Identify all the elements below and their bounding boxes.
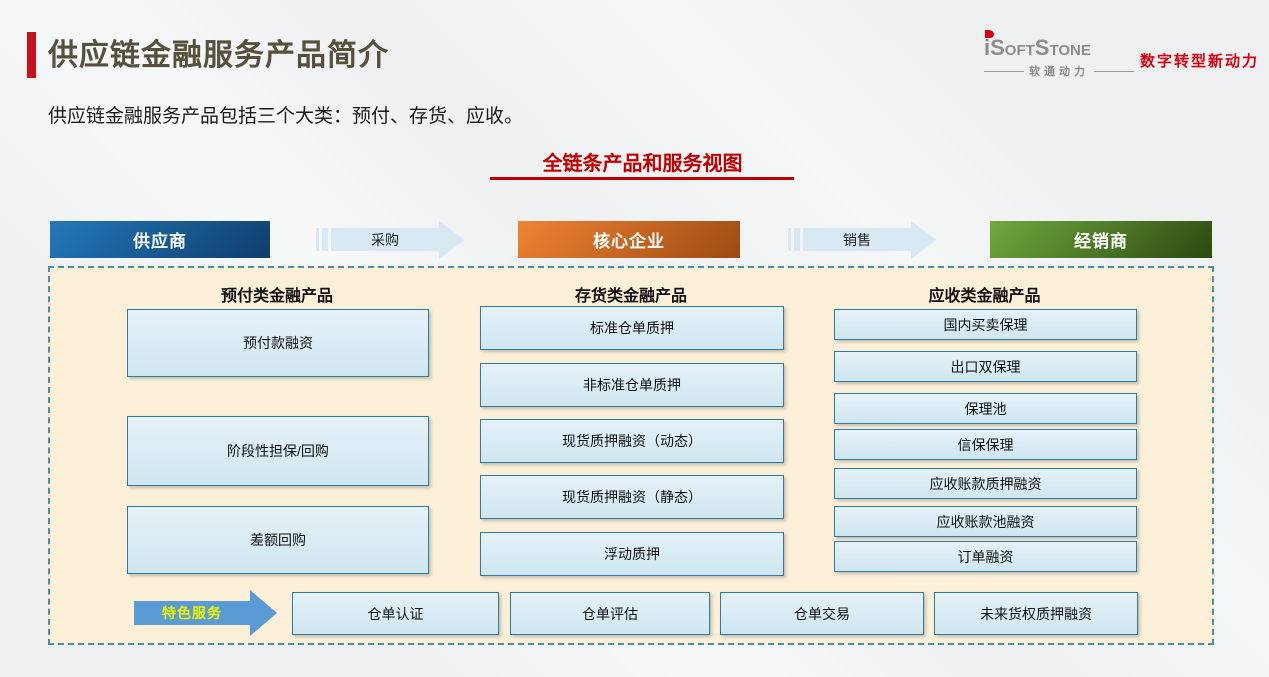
arrow-stripe — [322, 228, 328, 251]
column-header-receivable: 应收类金融产品 — [928, 288, 1041, 305]
logo-brand-cn: 软通动力 — [984, 63, 1134, 79]
logo-brand-text: SoftStone — [990, 35, 1091, 60]
arrow-head-icon — [439, 220, 465, 259]
special-service-box: 仓单认证 — [292, 592, 499, 635]
product-box: 现货质押融资（静态） — [480, 475, 784, 519]
product-box: 出口双保理 — [834, 351, 1137, 382]
chain-node-distributor: 经销商 — [990, 221, 1212, 258]
product-box: 应收账款池融资 — [834, 506, 1137, 537]
flow-arrow-sales: 销售 — [788, 220, 937, 259]
product-box: 国内买卖保理 — [834, 309, 1137, 340]
product-box: 保理池 — [834, 393, 1137, 424]
arrow-stripe — [794, 228, 800, 251]
special-service-box: 仓单交易 — [720, 592, 924, 635]
product-box: 现货质押融资（动态） — [480, 419, 784, 463]
column-header-inventory: 存货类金融产品 — [574, 288, 687, 305]
page-title: 供应链金融服务产品简介 — [48, 39, 389, 72]
logo-flag-icon: i — [984, 30, 995, 60]
product-box: 阶段性担保/回购 — [127, 416, 429, 486]
flow-arrow-label: 销售 — [803, 228, 911, 251]
special-services-arrow: 特色服务 — [134, 590, 277, 636]
arrow-head-icon — [911, 220, 937, 259]
logo-tagline: 数字转型新动力 — [1140, 53, 1260, 70]
arrow-stripe — [316, 228, 319, 251]
section-heading-underline — [490, 177, 794, 180]
arrow-head-icon — [250, 590, 277, 636]
isoftstone-logo: iSoftStone 软通动力 — [984, 30, 1134, 79]
product-box: 非标准仓单质押 — [480, 363, 784, 407]
product-box: 预付款融资 — [127, 309, 429, 377]
product-box: 差额回购 — [127, 506, 429, 574]
column-header-prepaid: 预付类金融产品 — [220, 288, 333, 305]
special-service-box: 仓单评估 — [510, 592, 710, 635]
products-panel: 预付类金融产品 存货类金融产品 应收类金融产品 预付款融资 阶段性担保/回购 差… — [48, 266, 1214, 645]
title-accent-bar — [27, 32, 36, 78]
section-heading: 全链条产品和服务视图 — [542, 153, 743, 175]
product-box: 浮动质押 — [480, 532, 784, 576]
arrow-stripe — [788, 228, 791, 251]
flow-arrow-label: 采购 — [331, 228, 439, 251]
special-service-box: 未来货权质押融资 — [934, 592, 1138, 635]
chain-node-supplier: 供应商 — [50, 221, 270, 258]
logo-brand: iSoftStone — [984, 30, 1134, 60]
product-box: 订单融资 — [834, 541, 1137, 572]
special-services-label: 特色服务 — [134, 601, 250, 625]
product-box: 应收账款质押融资 — [834, 468, 1137, 499]
product-box: 信保保理 — [834, 429, 1137, 460]
product-box: 标准仓单质押 — [480, 306, 784, 350]
chain-node-core-enterprise: 核心企业 — [518, 221, 740, 258]
flow-arrow-purchase: 采购 — [316, 220, 465, 259]
slide-subtitle: 供应链金融服务产品包括三个大类：预付、存货、应收。 — [48, 106, 524, 127]
